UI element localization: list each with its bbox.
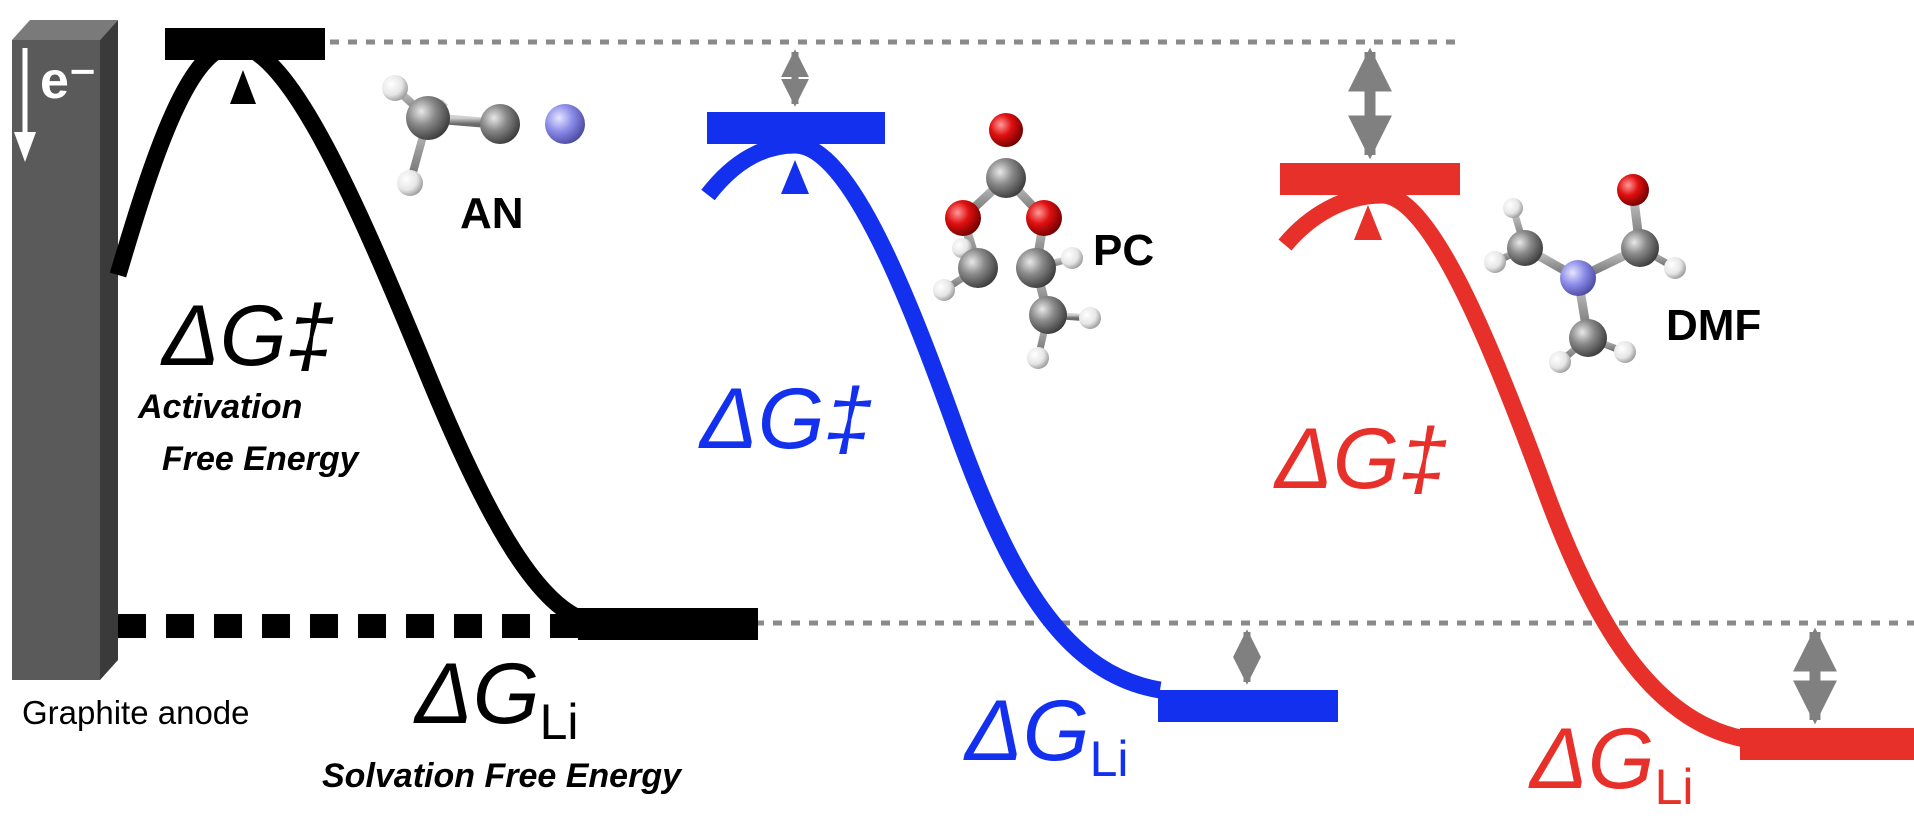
dmf-molecule-icon xyxy=(1484,174,1686,373)
an-activation-arrow-head xyxy=(230,70,256,104)
pc-profile xyxy=(701,112,1338,722)
an-molecule-label: AN xyxy=(460,189,524,238)
difference-arrows xyxy=(781,47,1837,725)
pc-energy-curve xyxy=(701,136,1162,699)
dmf-solvation-energy-label: ΔGLi xyxy=(1528,711,1694,815)
an-solvation-caption: Solvation Free Energy xyxy=(322,757,683,795)
electron-arrow-icon xyxy=(14,48,36,162)
an-solvation-energy-label: ΔGLi xyxy=(413,646,579,750)
electrode-caption: Graphite anode xyxy=(22,694,250,731)
pc-activation-arrow-head xyxy=(781,160,809,194)
an-activation-energy-label: ΔG‡ xyxy=(160,288,334,384)
dmf-final-level xyxy=(1740,728,1914,760)
pc-molecule-icon xyxy=(933,113,1101,369)
dmf-profile xyxy=(1278,163,1914,760)
pc-solvation-energy-label: ΔGLi xyxy=(963,683,1129,787)
pc-molecule-label: PC xyxy=(1093,226,1154,275)
pc-final-level xyxy=(1158,690,1338,722)
an-final-level xyxy=(578,608,758,640)
electron-label: e⁻ xyxy=(40,52,96,110)
dmf-energy-curve xyxy=(1278,186,1752,749)
graphite-electrode xyxy=(12,20,118,680)
dmf-activation-energy-label: ΔG‡ xyxy=(1273,411,1447,507)
dmf-activation-arrow-head xyxy=(1354,205,1382,240)
dmf-molecule-label: DMF xyxy=(1666,301,1761,350)
an-activation-caption-line1: Activation xyxy=(137,388,302,426)
an-molecule-icon xyxy=(382,75,585,196)
pc-activation-energy-label: ΔG‡ xyxy=(698,371,872,467)
an-activation-caption-line2: Free Energy xyxy=(162,440,361,478)
an-profile xyxy=(109,28,758,640)
an-energy-curve xyxy=(109,36,593,631)
